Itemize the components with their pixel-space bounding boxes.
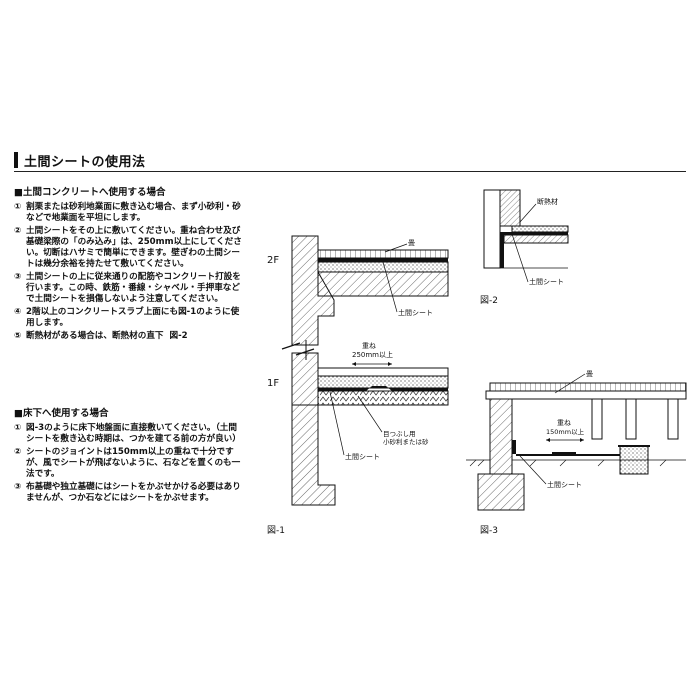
figure-caption: 図-2 — [480, 295, 498, 306]
item-text: 断熱材がある場合は、断熱材の直下図-2 — [26, 331, 242, 342]
section-heading: ■土間コンクリートへ使用する場合 — [14, 187, 166, 198]
fig3-sheet — [512, 440, 620, 456]
item-number: ③ — [14, 482, 22, 492]
item-body: 断熱材がある場合は、断熱材の直下 — [26, 331, 164, 341]
item-body: シートのジョイントは150mm以上の重ねで十分ですが、風でシートが飛ばないように… — [26, 447, 241, 479]
label-sheet-lower: 土間シート — [345, 452, 380, 461]
wall-lower — [291, 352, 319, 406]
item-number: ② — [14, 447, 22, 457]
item-body: 土間シートをその上に敷いてください。重ね合わせ及び基礎梁際の「のみ込み」は、25… — [26, 226, 242, 269]
gravel-bed — [317, 390, 449, 406]
instruction-item: ③ 土間シートの上に従来通りの配筋やコンクリート打設を行います。この時、鉄筋・番線… — [14, 272, 242, 305]
figure-reference: 図-2 — [169, 331, 188, 341]
fig3-floor — [485, 390, 687, 400]
instruction-item: ① 割栗または砂利地業面に敷き込む場合、まず小砂利・砂などで地業面を平坦にします。 — [14, 202, 242, 224]
figure-caption: 図-1 — [267, 525, 285, 536]
section-concrete: ■土間コンクリートへ使用する場合 ① 割栗または砂利地業面に敷き込む場合、まず小砂… — [14, 184, 242, 344]
tatami-upper — [317, 249, 449, 259]
fig2-slab — [503, 234, 569, 244]
slab-upper — [317, 261, 449, 273]
fig2-frame — [483, 189, 501, 269]
instruction-item: ② 土間シートをその上に敷いてください。重ね合わせ及び基礎梁際の「のみ込み」は、2… — [14, 226, 242, 270]
fig3-foundation-wall — [489, 398, 513, 475]
item-number: ④ — [14, 307, 22, 317]
wall-upper — [291, 235, 335, 346]
instruction-item: ① 図-3のように床下地盤面に直接敷いてください。（土間シートを敷き込む時期は、つ… — [14, 423, 242, 445]
item-body: 土間シートの上に従来通りの配筋やコンクリート打設を行います。この時、鉄筋・番線・… — [26, 272, 241, 304]
item-body: 図-3のように床下地盤面に直接敷いてください。（土間シートを敷き込む時期は、つか… — [26, 423, 241, 444]
page-title-bar: 土間シートの使用法 — [14, 150, 686, 172]
overlap-value: 150mm以上 — [546, 427, 585, 436]
figure-3: 畳 重ね 150mm以上 土間シート 図-3 — [466, 370, 687, 536]
fig2-wall — [499, 189, 521, 227]
item-number: ① — [14, 202, 22, 212]
sheet-upper — [318, 258, 448, 262]
label-tatami: 畳 — [408, 239, 415, 247]
floor-label-1f: 1F — [267, 378, 279, 389]
title-marker — [14, 152, 18, 168]
figure-1: 2F 1F 畳 土間シート 重ね 250mm以上 目つぶし用 小砂利または砂 土… — [267, 235, 449, 536]
break-mark — [281, 342, 315, 356]
overlap-label: 重ね — [557, 419, 571, 427]
fig3-footing — [477, 473, 525, 511]
item-body: 2階以上のコンクリートスラブ上面にも図-1のように使用します。 — [26, 307, 240, 328]
instruction-list: ① 割栗または砂利地業面に敷き込む場合、まず小砂利・砂などで地業面を平坦にします。… — [14, 202, 242, 342]
label-fill-2: 小砂利または砂 — [383, 437, 429, 446]
instruction-item: ⑤ 断熱材がある場合は、断熱材の直下図-2 — [14, 331, 242, 342]
label-sheet: 土間シート — [529, 277, 564, 286]
title-rule — [14, 171, 686, 172]
floor-finish — [317, 367, 449, 377]
item-body: 割栗または砂利地業面に敷き込む場合、まず小砂利・砂などで地業面を平坦にします。 — [26, 202, 241, 223]
item-text: 土間シートをその上に敷いてください。重ね合わせ及び基礎梁際の「のみ込み」は、25… — [26, 226, 242, 270]
item-text: シートのジョイントは150mm以上の重ねで十分ですが、風でシートが飛ばないように… — [26, 447, 242, 480]
item-text: 2階以上のコンクリートスラブ上面にも図-1のように使用します。 — [26, 307, 242, 329]
sheet-lower — [318, 386, 448, 391]
item-number: ② — [14, 226, 22, 236]
section-underfloor: ■床下へ使用する場合 ① 図-3のように床下地盤面に直接敷いてください。（土間シー… — [14, 405, 242, 506]
label-fill-1: 目つぶし用 — [383, 430, 416, 438]
item-body: 布基礎や独立基礎にはシートをかぶせかける必要はありませんが、つか石などにはシート… — [26, 482, 241, 503]
instruction-item: ② シートのジョイントは150mm以上の重ねで十分ですが、風でシートが飛ばないよう… — [14, 447, 242, 480]
instruction-list: ① 図-3のように床下地盤面に直接敷いてください。（土間シートを敷き込む時期は、つ… — [14, 423, 242, 504]
figure-caption: 図-3 — [480, 525, 498, 536]
item-text: 布基礎や独立基礎にはシートをかぶせかける必要はありませんが、つか石などにはシート… — [26, 482, 242, 504]
label-sheet: 土間シート — [547, 480, 582, 489]
item-number: ③ — [14, 272, 22, 282]
overlap-label: 重ね — [362, 342, 376, 350]
fig3-post-stone — [619, 445, 649, 475]
floor-label-2f: 2F — [267, 255, 279, 266]
fig3-tatami — [489, 382, 687, 392]
item-text: 土間シートの上に従来通りの配筋やコンクリート打設を行います。この時、鉄筋・番線・… — [26, 272, 242, 305]
item-number: ① — [14, 423, 22, 433]
page-title: 土間シートの使用法 — [24, 155, 146, 170]
item-number: ⑤ — [14, 331, 22, 341]
footing — [291, 404, 336, 506]
label-tatami: 畳 — [586, 370, 593, 378]
item-text: 割栗または砂利地業面に敷き込む場合、まず小砂利・砂などで地業面を平坦にします。 — [26, 202, 242, 224]
instruction-item: ③ 布基礎や独立基礎にはシートをかぶせかける必要はありませんが、つか石などにはシー… — [14, 482, 242, 504]
figure-2: 断熱材 土間シート 図-2 — [480, 189, 569, 306]
section-heading: ■床下へ使用する場合 — [14, 408, 109, 419]
beam-upper — [317, 271, 449, 297]
item-text: 図-3のように床下地盤面に直接敷いてください。（土間シートを敷き込む時期は、つか… — [26, 423, 242, 445]
label-sheet: 土間シート — [398, 308, 433, 317]
instruction-item: ④ 2階以上のコンクリートスラブ上面にも図-1のように使用します。 — [14, 307, 242, 329]
overlap-value: 250mm以上 — [352, 350, 393, 359]
fig2-insulation — [511, 225, 569, 233]
label-insulation: 断熱材 — [537, 197, 558, 206]
